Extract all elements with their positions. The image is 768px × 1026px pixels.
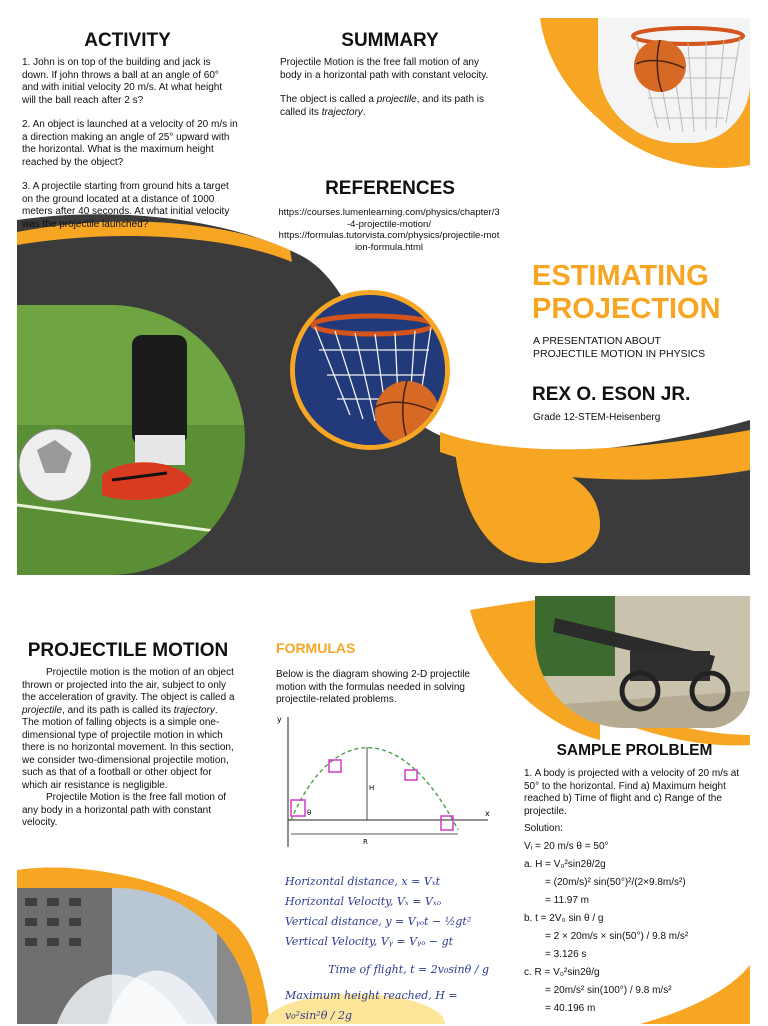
summary-emphasis: projectile [376,94,417,105]
summary-paragraph: Projectile Motion is the free fall motio… [280,57,489,81]
solution-b-step: = 2 × 20m/s × sin(50°) / 9.8 m/s² [545,931,689,942]
formulas-intro: Below is the diagram showing 2-D project… [276,669,470,705]
references-title: REFERENCES [325,178,455,199]
solution-a-formula: a. H = V₀²sin2θ/2g [524,859,606,870]
pm-text-span: Projectile motion is the motion of an ob… [22,667,235,703]
projectile-motion-paragraph-2: Projectile Motion is the free fall motio… [22,792,227,828]
formula-label: Horizontal Velocity, [285,895,394,908]
summary-paragraph-2: The object is called a projectile, and i… [280,94,500,119]
cover-grade: Grade 12-STEM-Heisenberg [533,412,661,423]
diagram-theta-label: θ [307,809,311,817]
summary-title: SUMMARY [341,30,439,51]
formula-expr: t = 2v₀sinθ / g [410,963,489,976]
diagram-x-label: x [485,809,490,818]
velocity-vectors [290,759,454,831]
basketball-net-icon [295,295,445,445]
solution-b-formula: b. t = 2V₀ sin θ / g [524,913,604,924]
formula-expr: x = Vₓt [401,875,441,888]
activity-item: 2. An object is launched at a velocity o… [22,119,238,168]
activity-item: 3. A projectile starting from ground hit… [22,181,230,230]
activity-item: 1. John is on top of the building and ja… [22,57,223,106]
cover-subtitle-line: A PRESENTATION ABOUT [533,335,661,347]
formula-expr: Vₓ = Vₓₒ [396,895,442,908]
solution-c-step: = 20m/s² sin(100°) / 9.8 m/s² [545,985,672,996]
formula-expr: y = Vᵧₒt − ½gt² [385,915,472,928]
solution-a-step: = (20m/s)² sin(50°)²/(2×9.8m/s²) [545,877,686,888]
soccer-ball-photo [17,305,245,575]
summary-text-span: The object is called a [280,94,377,105]
formulas-title: FORMULAS [276,640,356,656]
solution-label: Solution: [524,823,563,834]
summary-text-span: . [362,106,366,118]
formula-expr: H = v₀²sin²θ / 2g [285,989,458,1022]
reference-link[interactable]: https://formulas.tutorvista.com/physics/… [278,230,500,253]
projectile-diagram: y x H R θ [277,715,490,847]
projectile-motion-title: PROJECTILE MOTION [27,640,229,661]
solution-c-formula: c. R = V₀²sin2θ/g [524,967,600,978]
sample-problem-title: SAMPLE PROLBLEM [556,742,713,759]
diagram-h-label: H [369,784,374,792]
formula-line: Time of flight, t = 2v₀sinθ / g [285,960,495,980]
cover-author: REX O. ESON JR. [532,384,691,405]
diagram-r-label: R [363,838,368,846]
formula-expr: Vᵧ = Vᵧₒ − gt [380,935,454,948]
formula-line: Horizontal Velocity, Vₓ = Vₓₒ [285,892,495,912]
formula-line: Horizontal distance, x = Vₓt [285,872,495,892]
formula-label: Vertical distance, [285,915,382,928]
formula-label: Maximum height reached, [285,989,432,1002]
diagram-y-label: y [277,715,282,724]
cover-title-line: ESTIMATING [532,260,709,292]
cover-title-line: PROJECTION [532,293,721,325]
cover-subtitle-line: PROJECTILE MOTION IN PHYSICS [533,348,706,360]
summary-text-span: , and its path is called its [280,94,485,118]
basketball-hoop-photo [598,18,750,143]
formula-label: Time of flight, [328,963,407,976]
projectile-motion-paragraph: Projectile motion is the motion of an ob… [22,667,235,792]
cover-title: ESTIMATING PROJECTION [532,260,752,326]
reference-link[interactable]: https://courses.lumenlearning.com/physic… [278,207,500,230]
solution-a-result: = 11.97 m [545,895,590,906]
cannon-icon [535,596,750,728]
references-list: https://courses.lumenlearning.com/physic… [278,207,500,253]
cannon-photo [535,596,750,728]
summary-text: Projectile Motion is the free fall motio… [280,57,500,119]
solution-given: Vᵢ = 20 m/s θ = 50° [524,841,609,852]
pm-text-span: . The motion of falling objects is a sim… [22,704,234,791]
pm-emphasis: projectile [22,704,63,716]
soccer-kick-icon [17,305,245,575]
basketball-hoop-photo [290,290,450,450]
activity-title: ACTIVITY [84,30,171,51]
pm-text-span: , and its path is called its [62,704,174,716]
solution-b-result: = 3.126 s [545,949,587,960]
projectile-motion-text: Projectile motion is the motion of an ob… [22,667,235,830]
formula-line: Vertical distance, y = Vᵧₒt − ½gt² [285,912,495,932]
formula-label: Horizontal distance, [285,875,398,888]
formula-line: Maximum height reached, H = v₀²sin²θ / 2… [285,986,495,1026]
formula-line: Vertical Velocity, Vᵧ = Vᵧₒ − gt [285,932,495,952]
trajectory-curve [290,747,459,831]
activity-list: 1. John is on top of the building and ja… [22,57,238,231]
sample-problem-question: 1. A body is projected with a velocity o… [524,768,740,817]
cover-subtitle: A PRESENTATION ABOUT PROJECTILE MOTION I… [533,335,748,361]
basketball-net-icon [598,18,750,143]
formula-label: Vertical Velocity, [285,935,378,948]
pm-emphasis: trajectory [173,704,215,716]
summary-emphasis: trajectory [321,106,363,118]
formula-list: Horizontal distance, x = Vₓt Horizontal … [285,872,495,1026]
solution-c-result: = 40.196 m [545,1003,596,1014]
